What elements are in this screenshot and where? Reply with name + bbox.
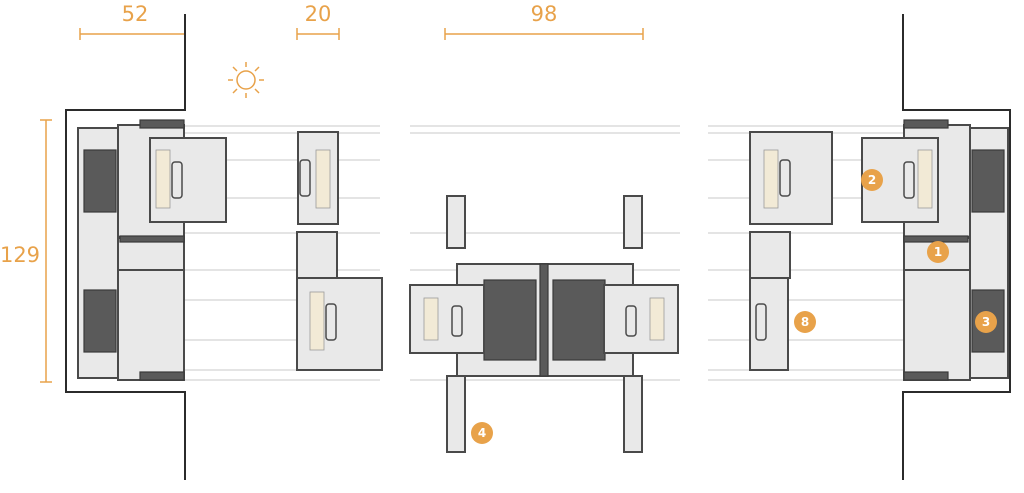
dimension-label-20: 20 [305,2,332,26]
right-outer-frame-profile [861,119,1009,381]
middle-right-sash [749,131,833,371]
dimension-20: 20 [296,2,340,40]
dimension-98: 98 [444,2,644,40]
callout-3: 3 [975,311,997,333]
left-fixed-sash-top [149,137,227,223]
callout-8: 8 [794,311,816,333]
callout-4: 4 [471,422,493,444]
callout-1-label: 1 [934,245,942,259]
sun-icon [228,62,264,98]
right-wall [902,14,1011,480]
callout-2-label: 2 [868,173,876,187]
dimension-52: 52 [79,2,185,40]
dimension-label-98: 98 [531,2,558,26]
callout-2: 2 [861,169,883,191]
center-interlock-profile [409,195,679,453]
middle-left-sash [296,131,383,371]
left-wall [65,14,186,480]
callout-4-label: 4 [478,426,486,440]
dimension-label-52: 52 [122,2,149,26]
callout-1: 1 [927,241,949,263]
dimension-label-129: 129 [0,243,40,267]
callout-3-label: 3 [982,315,990,329]
callout-8-label: 8 [801,315,809,329]
dimension-129: 129 [0,119,52,383]
